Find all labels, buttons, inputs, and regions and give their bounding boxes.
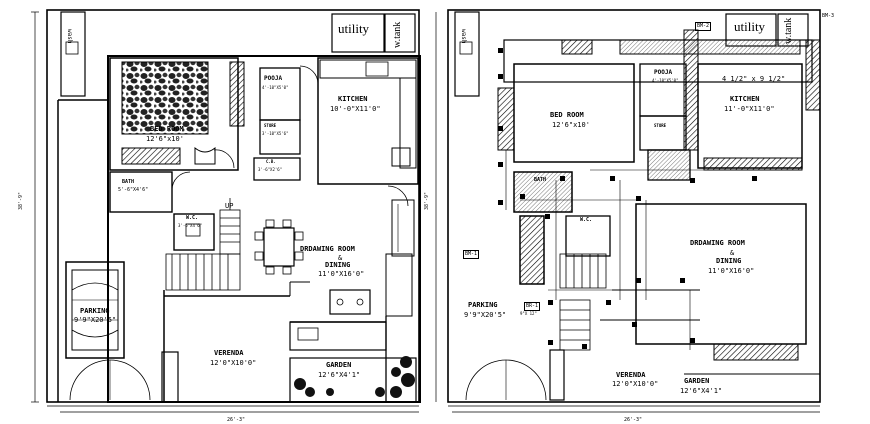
right-plan: [435, 9, 821, 413]
right-kitchen-size: 11'-0"X11'0": [724, 105, 775, 113]
right-bm1-tag: BM-1: [463, 250, 480, 259]
right-garden-size: 12'6"X4'1": [680, 387, 723, 395]
left-drawing-size: 11'0"X16'0": [318, 270, 365, 278]
right-plot-boundary: [447, 9, 821, 403]
left-drawing-name: DRDAWING ROOM: [300, 245, 355, 253]
right-side-dimension: 38'-9": [424, 192, 430, 210]
right-bedroom-size: 12'6"x10': [552, 121, 590, 129]
right-drawing-name2: DINING: [716, 257, 742, 265]
left-drawing-amp: &: [338, 254, 343, 262]
right-chimney-size: 4 1/2" x 9 1/2": [722, 75, 786, 83]
left-kitchen-size: 10'-0"X11'0": [330, 105, 381, 113]
right-staircase: [559, 253, 607, 351]
left-staircase: [165, 198, 241, 291]
right-tank-label: w.tank: [783, 17, 794, 44]
left-cb-name: C.B.: [266, 159, 276, 164]
left-plan: [31, 9, 421, 413]
left-bedroom-size: 12'6"x10': [146, 135, 184, 143]
right-veranda-size: 12'0"X10'0": [612, 380, 659, 388]
left-pooja-size: 4'-10"X5'0": [262, 85, 289, 90]
left-cb-size: 3'-6"X2'6": [258, 167, 283, 172]
left-bath-name: BATH: [122, 179, 135, 185]
bed: [121, 61, 209, 135]
right-parking-size: 9'9"X20'5": [464, 311, 507, 319]
left-veranda-name: VERENDA: [214, 349, 244, 357]
right-bedroom-name: BED ROOM: [550, 111, 584, 119]
right-pooja-size: 4'-10"X5'0": [652, 78, 679, 83]
dining-table: [263, 227, 295, 267]
right-veranda-name: VERENDA: [616, 371, 646, 379]
left-pooja-name: POOJA: [264, 75, 283, 82]
right-wash-label: wash: [460, 29, 467, 44]
left-garden-bed: [289, 357, 417, 403]
right-pooja-name: POOJA: [654, 69, 673, 76]
sink-icon: [365, 61, 389, 77]
left-garden-size: 12'6"X4'1": [318, 371, 361, 379]
toilet-icon: [185, 223, 201, 237]
right-br1-size: 9"X 12": [520, 311, 537, 316]
left-utility-label: utility: [338, 21, 370, 36]
left-parking-name: PARKING: [80, 307, 110, 315]
left-wc-size: 3'-6"X4'6": [178, 223, 203, 228]
right-bottom-dimension: 26'-3": [624, 417, 642, 423]
left-bottom-dimension: 26'-3": [227, 417, 245, 423]
left-veranda-size: 12'0"X10'0": [210, 359, 257, 367]
left-bedroom-name: BED ROOM: [150, 125, 184, 133]
left-parking-size: 9'9"X20'5": [74, 316, 117, 324]
left-store-name: STORE: [264, 123, 277, 128]
right-br1-tag: BR-1: [524, 302, 541, 311]
right-drawing-size: 11'0"X16'0": [708, 267, 755, 275]
right-parking-name: PARKING: [468, 301, 498, 309]
left-bedroom-wardrobe: [121, 147, 181, 165]
left-bath-size: 5'-6"X4'6": [118, 187, 149, 193]
right-wc-name: W.C.: [580, 217, 593, 223]
left-store-size: 3'-10"X5'6": [262, 131, 289, 136]
car-icon: [65, 261, 125, 359]
left-garden-name: GARDEN: [326, 361, 352, 369]
right-store-name: STORE: [654, 123, 667, 128]
left-drawing-name2: DINING: [325, 261, 351, 269]
right-wash-box: [454, 11, 480, 97]
right-kitchen-name: KITCHEN: [730, 95, 760, 103]
right-bath-name: BATH: [534, 177, 547, 183]
left-wash-box: [60, 11, 86, 97]
left-wc-name: W.C.: [186, 215, 199, 221]
right-bm3-tag: BM-3: [822, 13, 835, 19]
left-kitchen-name: KITCHEN: [338, 95, 368, 103]
left-wash-label: wash: [66, 29, 73, 44]
right-garden-name: GARDEN: [684, 377, 710, 385]
right-utility-label: utility: [734, 19, 766, 34]
left-garden-plants-icon: [294, 356, 415, 398]
left-utility-box: [331, 13, 385, 53]
left-tank-box: [384, 13, 416, 53]
left-stair-up-label: UP: [225, 202, 233, 210]
sofa: [329, 289, 371, 315]
left-plan-labels: wash 38'-9" 26'-3" UP: [18, 29, 245, 423]
right-drawing-amp: &: [730, 249, 735, 257]
right-bedroom-wardrobe: [497, 87, 515, 151]
right-drawing-name: DRDAWING ROOM: [690, 239, 745, 247]
left-side-dimension: 38'-9": [18, 192, 24, 210]
right-bm2-tag: BM-2: [695, 22, 712, 31]
left-tank-label: w.tank: [392, 21, 403, 48]
right-plan-labels: wash 38'-9" 26'-3": [424, 29, 642, 423]
